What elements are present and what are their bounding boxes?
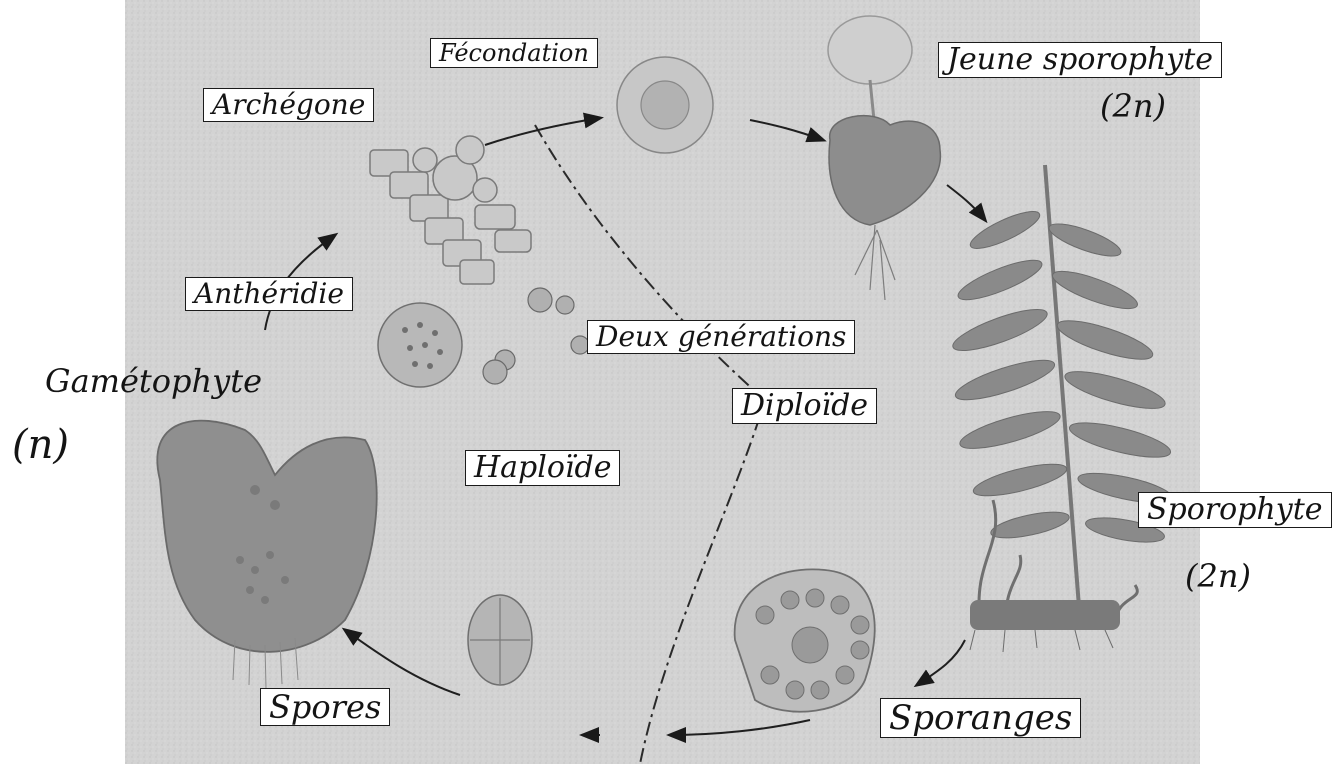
label-jeune-sporophyte: Jeune sporophyte xyxy=(938,42,1222,78)
label-sporophyte: Sporophyte xyxy=(1138,492,1332,528)
label-sporanges: Sporanges xyxy=(880,698,1081,738)
label-fecondation: Fécondation xyxy=(430,38,598,68)
antheridie-drawing xyxy=(378,303,462,387)
zygote-drawing xyxy=(617,57,713,153)
label-deux-generations: Deux générations xyxy=(587,320,855,354)
label-antheridie: Anthéridie xyxy=(185,277,353,311)
label-gametophyte-ploidy: (n) xyxy=(12,425,69,465)
label-haploide: Haploïde xyxy=(465,450,620,486)
label-spores: Spores xyxy=(260,688,390,726)
label-archegone: Archégone xyxy=(203,88,374,122)
label-jeune-sporophyte-ploidy: (2n) xyxy=(1100,90,1166,122)
label-diploide: Diploïde xyxy=(732,388,877,424)
sporange-drawing xyxy=(735,569,875,711)
label-gametophyte: Gamétophyte xyxy=(45,365,262,397)
spores-drawing xyxy=(468,595,532,685)
label-sporophyte-ploidy: (2n) xyxy=(1185,560,1251,592)
